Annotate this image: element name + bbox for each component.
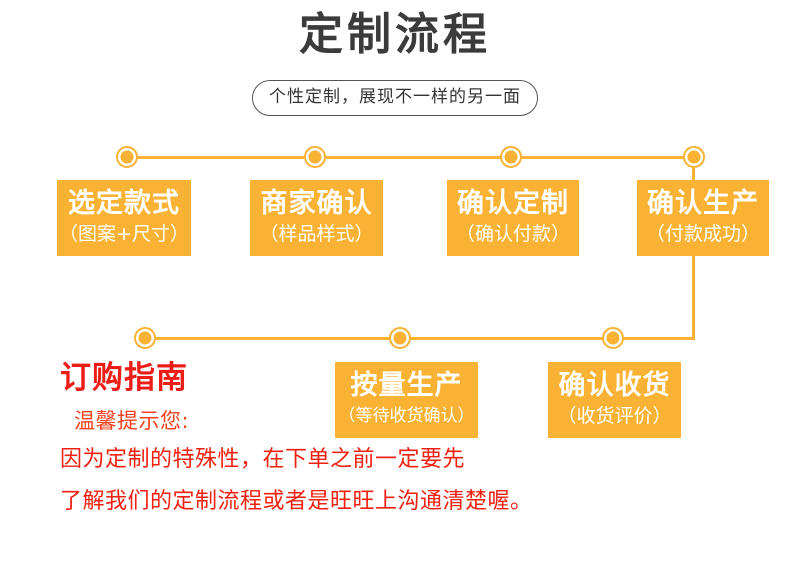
page-title: 定制流程 — [299, 9, 491, 60]
flow-step-subtitle: （样品样式） — [259, 223, 374, 245]
ordering-guide-line-1: 因为定制的特殊性，在下单之前一定要先 — [60, 447, 466, 472]
flow-step-title: 按量生产 — [350, 370, 463, 401]
flow-step-confirm-production: 确认生产 （付款成功） — [637, 180, 769, 256]
connector-line-row1 — [127, 156, 695, 159]
flow-node-dot-3 — [500, 146, 522, 168]
flow-node-dot-4 — [683, 146, 705, 168]
connector-line-row2 — [145, 337, 695, 340]
flow-step-subtitle: （图案+尺寸） — [59, 223, 189, 245]
ordering-guide-heading: 订购指南 — [60, 360, 188, 396]
flow-step-produce-by-quantity: 按量生产 （等待收货确认） — [335, 362, 478, 438]
flow-step-subtitle: （收货评价） — [557, 405, 672, 427]
flow-step-subtitle: （确认付款） — [455, 223, 570, 245]
flow-node-dot-2 — [304, 146, 326, 168]
flow-step-confirm-receipt: 确认收货 （收货评价） — [548, 362, 681, 438]
flow-step-confirm-customization: 确认定制 （确认付款） — [447, 180, 579, 256]
flow-step-title: 确认收货 — [558, 370, 671, 401]
flow-step-subtitle: （等待收货确认） — [338, 406, 475, 426]
flow-node-dot-6 — [389, 327, 411, 349]
ordering-guide-note: 温馨提示您: — [74, 409, 190, 433]
flow-node-dot-7 — [602, 327, 624, 349]
flow-step-subtitle: （付款成功） — [645, 223, 760, 245]
flow-step-title: 商家确认 — [260, 188, 373, 219]
flow-step-title: 确认生产 — [647, 188, 759, 219]
flow-step-title: 选定款式 — [68, 188, 180, 219]
flow-node-dot-5 — [134, 327, 156, 349]
ordering-guide-line-2: 了解我们的定制流程或者是旺旺上沟通清楚喔。 — [60, 489, 533, 514]
flow-node-dot-1 — [116, 146, 138, 168]
flow-step-merchant-confirm: 商家确认 （样品样式） — [250, 180, 383, 256]
subtitle-pill: 个性定制，展现不一样的另一面 — [252, 80, 538, 116]
flow-step-title: 确认定制 — [457, 188, 569, 219]
ordering-guide: 订购指南 温馨提示您: 因为定制的特殊性，在下单之前一定要先 了解我们的定制流程… — [60, 358, 580, 520]
flow-step-selected-style: 选定款式 （图案+尺寸） — [57, 180, 191, 256]
